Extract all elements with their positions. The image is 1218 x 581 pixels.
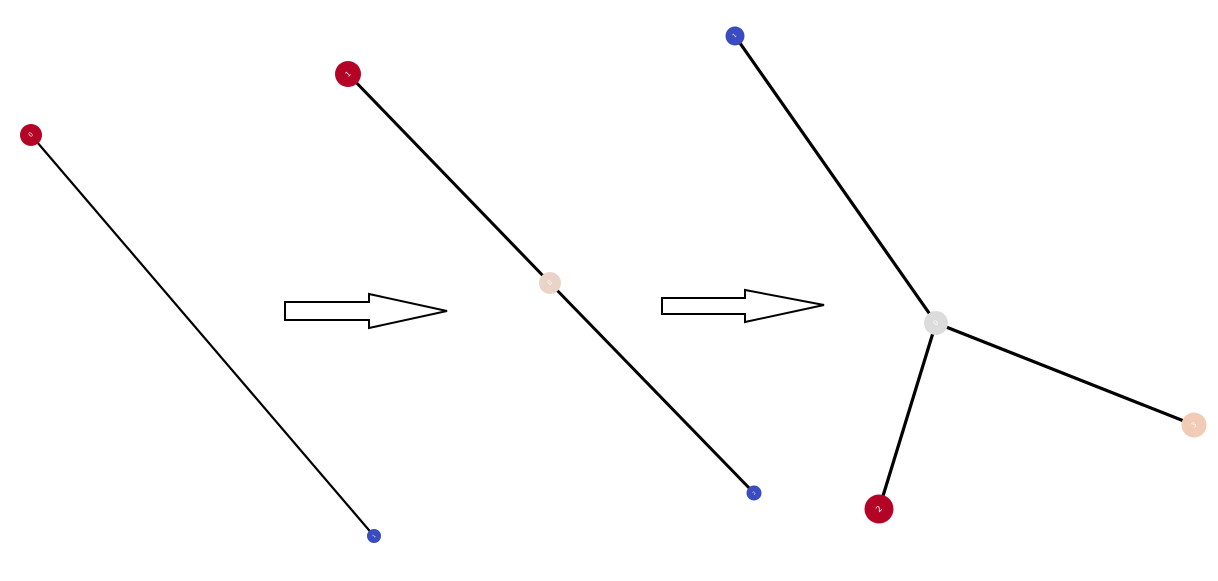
stage-3-edge-s3-n1-s3-n0 bbox=[733, 35, 938, 324]
stage-1-node-0: 0 bbox=[20, 124, 42, 146]
node-circle bbox=[1181, 412, 1207, 438]
stage-1-node-1: 1 bbox=[367, 529, 381, 543]
node-label: 2 bbox=[751, 490, 757, 496]
node-circle bbox=[367, 529, 381, 543]
stage-3-edge-s3-n0-s3-n3 bbox=[935, 321, 1195, 427]
transition-arrow-1 bbox=[284, 292, 448, 330]
stage-2-edge-s2-n1-s2-n0 bbox=[346, 72, 552, 285]
stage-3-node-1: 1 bbox=[725, 26, 745, 46]
stage-2-edge-s2-n0-s2-n2 bbox=[548, 281, 756, 495]
stage-3-edge-s3-n0-s3-n2 bbox=[877, 322, 938, 510]
stage-1-edge-s1-n0-s1-n1 bbox=[30, 134, 375, 537]
stage-2-node-2: 2 bbox=[746, 485, 762, 501]
node-circle bbox=[864, 494, 894, 524]
node-circle bbox=[725, 26, 745, 46]
transition-arrow-2 bbox=[661, 288, 825, 324]
node-label: 1 bbox=[371, 533, 377, 539]
node-label: 0 bbox=[932, 319, 941, 328]
stage-2-node-0: 0 bbox=[539, 272, 561, 294]
node-circle bbox=[20, 124, 42, 146]
node-label: 3 bbox=[1190, 421, 1199, 430]
node-label: 1 bbox=[732, 33, 739, 40]
node-label: 0 bbox=[27, 131, 35, 139]
nodes-layer: 0 1 1 0 2 1 0 2 3 bbox=[20, 26, 1207, 543]
node-label: 0 bbox=[546, 279, 554, 287]
node-label: 2 bbox=[874, 504, 884, 514]
stage-3-node-2: 2 bbox=[864, 494, 894, 524]
stage-3-node-3: 3 bbox=[1181, 412, 1207, 438]
node-circle bbox=[924, 311, 948, 335]
edges-layer bbox=[30, 35, 1195, 537]
node-circle bbox=[335, 61, 361, 87]
node-circle bbox=[539, 272, 561, 294]
node-label: 1 bbox=[343, 69, 353, 79]
arrows-layer bbox=[284, 288, 825, 330]
node-circle bbox=[746, 485, 762, 501]
stage-2-node-1: 1 bbox=[335, 61, 361, 87]
stage-3-node-0: 0 bbox=[924, 311, 948, 335]
